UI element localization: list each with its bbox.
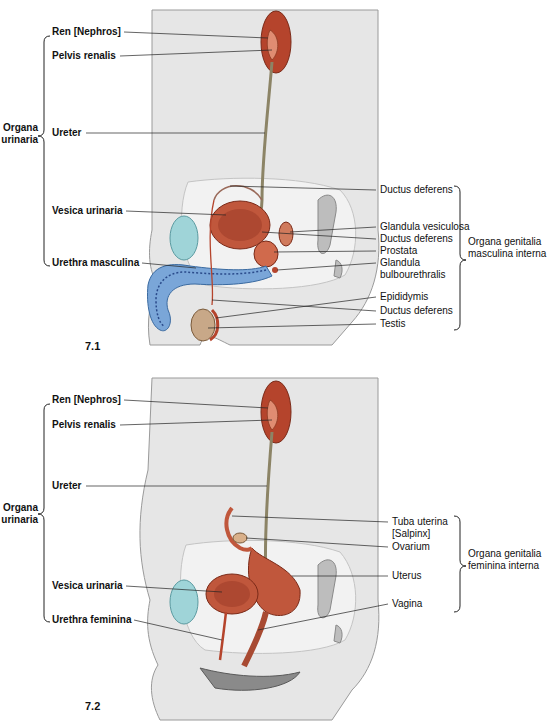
- group-label: Organa urinaria: [0, 122, 38, 146]
- ovary: [233, 533, 247, 543]
- bladder-wall: [214, 581, 250, 607]
- sacrum: [318, 195, 337, 253]
- group-label: Organa genitalia feminina interna: [468, 548, 550, 572]
- ductus-deferens-line: [214, 186, 262, 200]
- leader-line: [120, 420, 272, 425]
- organ-label: Ureter: [52, 127, 81, 139]
- uterine-tube: [226, 508, 252, 550]
- organ-label: Urethra feminina: [52, 614, 131, 626]
- organ-label: Uterus: [392, 570, 421, 582]
- group-label: Organa urinaria: [0, 502, 38, 526]
- organ-label: Ductus deferens: [380, 184, 453, 196]
- leader-line: [126, 211, 226, 215]
- renal-pelvis: [267, 30, 278, 60]
- organ-label: Ureter: [52, 480, 81, 492]
- leader-line: [212, 300, 376, 311]
- bracket: [454, 516, 466, 612]
- leader-line: [126, 586, 222, 592]
- organ-label: Ductus deferens: [380, 233, 453, 245]
- organ-label: Ren [Nephros]: [52, 394, 121, 406]
- leader-line: [232, 516, 388, 522]
- spermatic-cord: [210, 200, 214, 305]
- kidney: [261, 11, 291, 73]
- organ-label: Ren [Nephros]: [52, 26, 121, 38]
- leader-line: [134, 620, 222, 640]
- bracket: [454, 186, 466, 330]
- organ-label: Glandula vesiculosa: [380, 221, 470, 233]
- bracket: [38, 36, 50, 266]
- ureter: [255, 62, 272, 222]
- organ-label: Urethra masculina: [52, 257, 139, 269]
- renal-pelvis: [267, 400, 278, 430]
- organ-label: Ductus deferens: [380, 305, 453, 317]
- figure-number: 7.1: [85, 340, 100, 352]
- organ-label: Tuba uterina [Salpinx]: [392, 516, 462, 540]
- urinary-bladder: [206, 574, 258, 614]
- leader-lines: [86, 400, 388, 640]
- leader-line: [292, 576, 388, 577]
- sacrum: [318, 560, 337, 618]
- organ-label: Vesica urinaria: [52, 205, 123, 217]
- prostate: [254, 241, 278, 267]
- figure-number: 7.2: [85, 700, 100, 712]
- leader-line: [120, 50, 272, 56]
- pubic-symphysis: [170, 216, 198, 260]
- kidney: [261, 381, 291, 443]
- leader-line: [290, 227, 376, 232]
- leader-line: [216, 297, 376, 318]
- leader-line: [262, 232, 376, 239]
- leader-lines: [86, 32, 376, 328]
- coccyx: [334, 625, 342, 643]
- group-label: Organa genitalia masculina interna: [468, 236, 550, 260]
- leader-line: [86, 486, 267, 487]
- leader-line: [124, 400, 268, 408]
- urethra: [220, 612, 226, 660]
- organ-label: Testis: [380, 318, 406, 330]
- vagina: [244, 612, 266, 666]
- organ-label: Pelvis renalis: [52, 50, 116, 62]
- coccyx: [334, 260, 342, 278]
- organ-label: Prostata: [380, 245, 417, 257]
- leader-line: [124, 32, 268, 38]
- leader-line: [274, 251, 376, 252]
- leader-line: [208, 324, 376, 328]
- organ-label: Vagina: [392, 598, 422, 610]
- organ-label: Glandula bulbourethralis: [380, 257, 458, 281]
- organ-label: Ovarium: [392, 541, 430, 553]
- leader-line: [277, 263, 376, 270]
- leader-line: [230, 186, 376, 190]
- bracket: [38, 404, 50, 622]
- body-silhouette: [148, 10, 378, 345]
- body-silhouette: [140, 378, 379, 720]
- uterus: [248, 548, 300, 616]
- organ-label: Pelvis renalis: [52, 419, 116, 431]
- leader-line: [142, 263, 196, 268]
- perineum: [200, 668, 300, 690]
- organ-label: Epididymis: [380, 291, 428, 303]
- leader-line: [258, 604, 388, 630]
- organ-label: Vesica urinaria: [52, 580, 123, 592]
- pubic-symphysis: [170, 580, 198, 624]
- leader-line: [86, 133, 265, 134]
- testis: [191, 309, 215, 341]
- epididymis: [210, 310, 218, 340]
- bladder-wall: [218, 209, 262, 241]
- leader-line: [246, 538, 388, 547]
